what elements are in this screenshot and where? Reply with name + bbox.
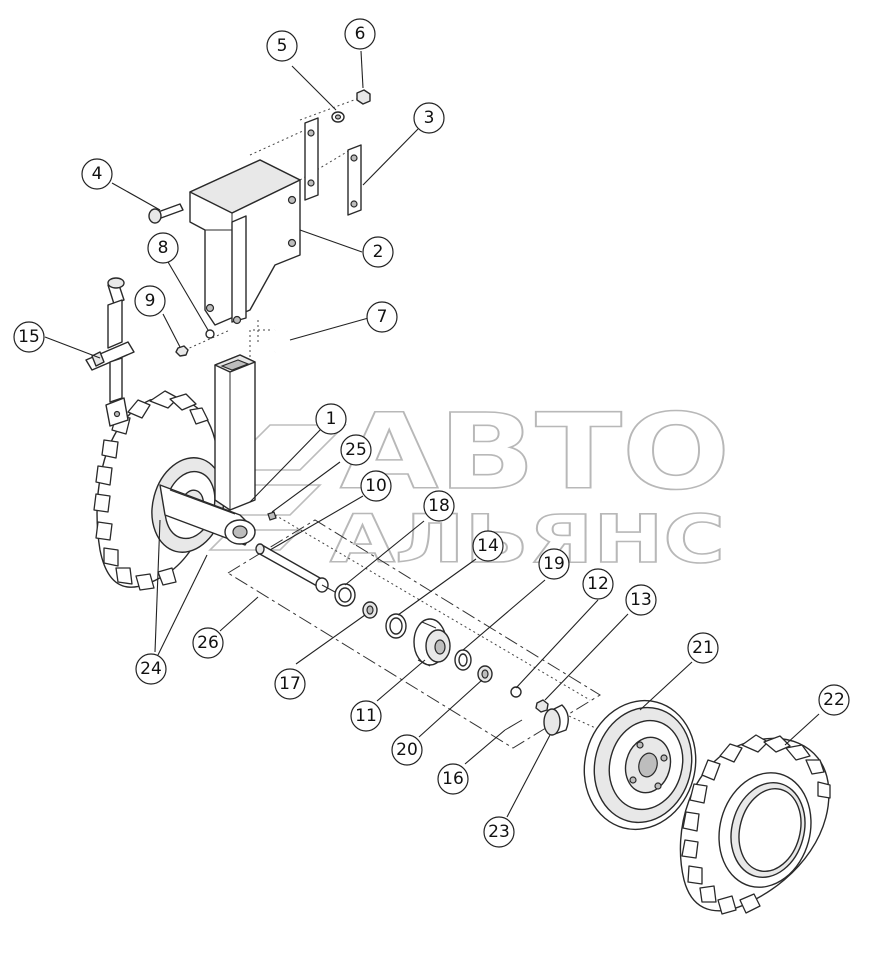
part-22-tire-tread <box>681 734 831 915</box>
callout-24: 24 <box>135 653 167 685</box>
callout-17: 17 <box>274 668 306 700</box>
watermark: АВТО АЛЬЯНС <box>208 390 731 579</box>
callout-16: 16 <box>437 763 469 795</box>
part-23-cap <box>543 704 569 736</box>
callout-18-label: 18 <box>428 496 450 516</box>
callout-7: 7 <box>366 301 398 333</box>
callout-6-label: 6 <box>355 24 366 44</box>
callout-21-label: 21 <box>692 638 714 658</box>
assembled-tire-tread <box>93 390 209 591</box>
callout-1-label: 1 <box>326 409 337 429</box>
callout-26: 26 <box>192 627 224 659</box>
callout-15-label: 15 <box>18 327 40 347</box>
part-19-race <box>454 649 472 671</box>
part-6-nut <box>356 89 371 105</box>
callout-14: 14 <box>472 530 504 562</box>
part-12-washer <box>510 686 522 698</box>
callout-4: 4 <box>81 158 113 190</box>
callout-23: 23 <box>483 816 515 848</box>
part-1-post-bracket <box>159 354 256 546</box>
part-8-washer <box>205 329 215 339</box>
callout-20: 20 <box>391 734 423 766</box>
callout-22-label: 22 <box>823 690 845 710</box>
callout-10: 10 <box>360 470 392 502</box>
assembly-boundary <box>227 519 601 749</box>
callout-19-label: 19 <box>543 554 565 574</box>
callout-4-label: 4 <box>92 164 103 184</box>
callout-8: 8 <box>147 232 179 264</box>
callout-8-label: 8 <box>158 238 169 258</box>
part-13-nut <box>535 699 549 713</box>
part-11-hub <box>413 618 451 667</box>
part-21-rim <box>583 699 697 831</box>
part-7-u-bolt <box>274 320 302 354</box>
callout-21: 21 <box>687 632 719 664</box>
callout-11-label: 11 <box>355 706 377 726</box>
callout-22: 22 <box>818 684 850 716</box>
part-2-bracket <box>189 159 301 326</box>
callout-25: 25 <box>340 434 372 466</box>
callout-20-label: 20 <box>396 740 418 760</box>
part-14-race <box>385 613 407 639</box>
callout-19: 19 <box>538 548 570 580</box>
part-16-cotter-pin <box>504 719 523 731</box>
part-10-axle <box>255 543 336 593</box>
callout-5-label: 5 <box>277 36 288 56</box>
callout-5: 5 <box>266 30 298 62</box>
part-4-bolt <box>148 203 184 224</box>
part-22-tire <box>679 737 830 912</box>
callout-25-label: 25 <box>345 440 367 460</box>
callout-26-label: 26 <box>197 633 219 653</box>
part-9-nut <box>175 345 189 357</box>
callout-1: 1 <box>315 403 347 435</box>
callout-9: 9 <box>134 285 166 317</box>
callout-3-label: 3 <box>424 108 435 128</box>
part-15-strut <box>85 277 135 427</box>
callout-23-label: 23 <box>488 822 510 842</box>
part-3-plates <box>304 117 362 216</box>
watermark-line2: АЛЬЯНС <box>330 501 725 578</box>
callout-17-label: 17 <box>279 674 301 694</box>
callout-15: 15 <box>13 321 45 353</box>
watermark-line1: АВТО <box>340 391 730 513</box>
callout-3: 3 <box>413 102 445 134</box>
callout-9-label: 9 <box>145 291 156 311</box>
part-18-seal <box>334 583 356 607</box>
callout-2-label: 2 <box>373 242 384 262</box>
callout-7-label: 7 <box>377 307 388 327</box>
callout-12: 12 <box>582 568 614 600</box>
callout-14-label: 14 <box>477 536 499 556</box>
part-17-bearing <box>362 601 378 619</box>
callout-6: 6 <box>344 18 376 50</box>
callout-24-label: 24 <box>140 659 162 679</box>
callout-11: 11 <box>350 700 382 732</box>
part-25-pin <box>267 511 277 521</box>
callout-13: 13 <box>625 584 657 616</box>
callout-10-label: 10 <box>365 476 387 496</box>
assembly-axes <box>155 96 601 731</box>
part-20-bearing <box>477 665 493 683</box>
callout-16-label: 16 <box>442 769 464 789</box>
callout-18: 18 <box>423 490 455 522</box>
leader-lines <box>44 50 820 818</box>
callout-2: 2 <box>362 236 394 268</box>
callout-12-label: 12 <box>587 574 609 594</box>
callout-13-label: 13 <box>630 590 652 610</box>
